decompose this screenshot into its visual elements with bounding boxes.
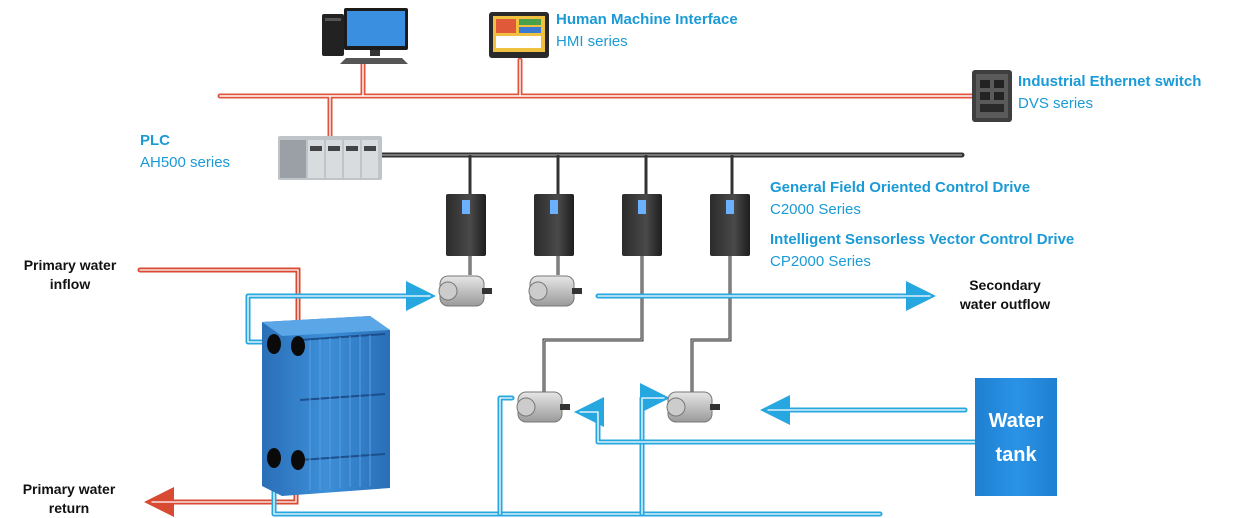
ac-drive-icon (622, 194, 662, 256)
hmi-series: HMI series (556, 33, 628, 50)
foc-drive-title: General Field Oriented Control Drive (770, 179, 1031, 196)
plate-heat-exchanger-icon (262, 316, 390, 496)
plc-series: AH500 series (140, 154, 231, 171)
ac-drive-icon (446, 194, 486, 256)
water-tank-icon: Water tank (975, 378, 1057, 496)
primary-inflow-line2: inflow (49, 276, 91, 292)
svc-drive-series: CP2000 Series (770, 253, 871, 270)
ethernet-switch-icon (972, 70, 1012, 122)
switch-series: DVS series (1018, 95, 1094, 112)
plc-rack-icon (278, 136, 382, 180)
secondary-outflow-line1: Secondary (969, 277, 1041, 293)
svc-drive-title: Intelligent Sensorless Vector Control Dr… (770, 231, 1075, 248)
primary-return-line1: Primary water (22, 481, 116, 497)
primary-return-label: Primary water return (8, 480, 130, 518)
ac-drive-icon (710, 194, 750, 256)
plc-title: PLC (140, 132, 170, 149)
foc-drive-series: C2000 Series (770, 201, 861, 218)
fieldbus-line (379, 152, 965, 392)
motor-pump-icon (438, 275, 492, 307)
water-tank-line2: tank (995, 444, 1037, 466)
ethernet-bus (217, 57, 1003, 139)
motor-pump-icon (528, 275, 582, 307)
hmi-touch-panel-icon (489, 12, 549, 58)
desktop-computer-icon (322, 8, 408, 64)
motor-pump-icon (666, 391, 720, 423)
primary-inflow-line1: Primary water (23, 257, 117, 273)
primary-inflow-label: Primary water inflow (10, 256, 130, 294)
water-tank-line1: Water (988, 410, 1044, 432)
hmi-title: Human Machine Interface (556, 11, 738, 28)
primary-return-line2: return (48, 500, 90, 516)
ac-drive-icon (534, 194, 574, 256)
secondary-outflow-label: Secondary water outflow (940, 276, 1070, 314)
switch-title: Industrial Ethernet switch (1018, 73, 1202, 90)
secondary-outflow-line2: water outflow (959, 296, 1051, 312)
motor-pump-icon (516, 391, 570, 423)
